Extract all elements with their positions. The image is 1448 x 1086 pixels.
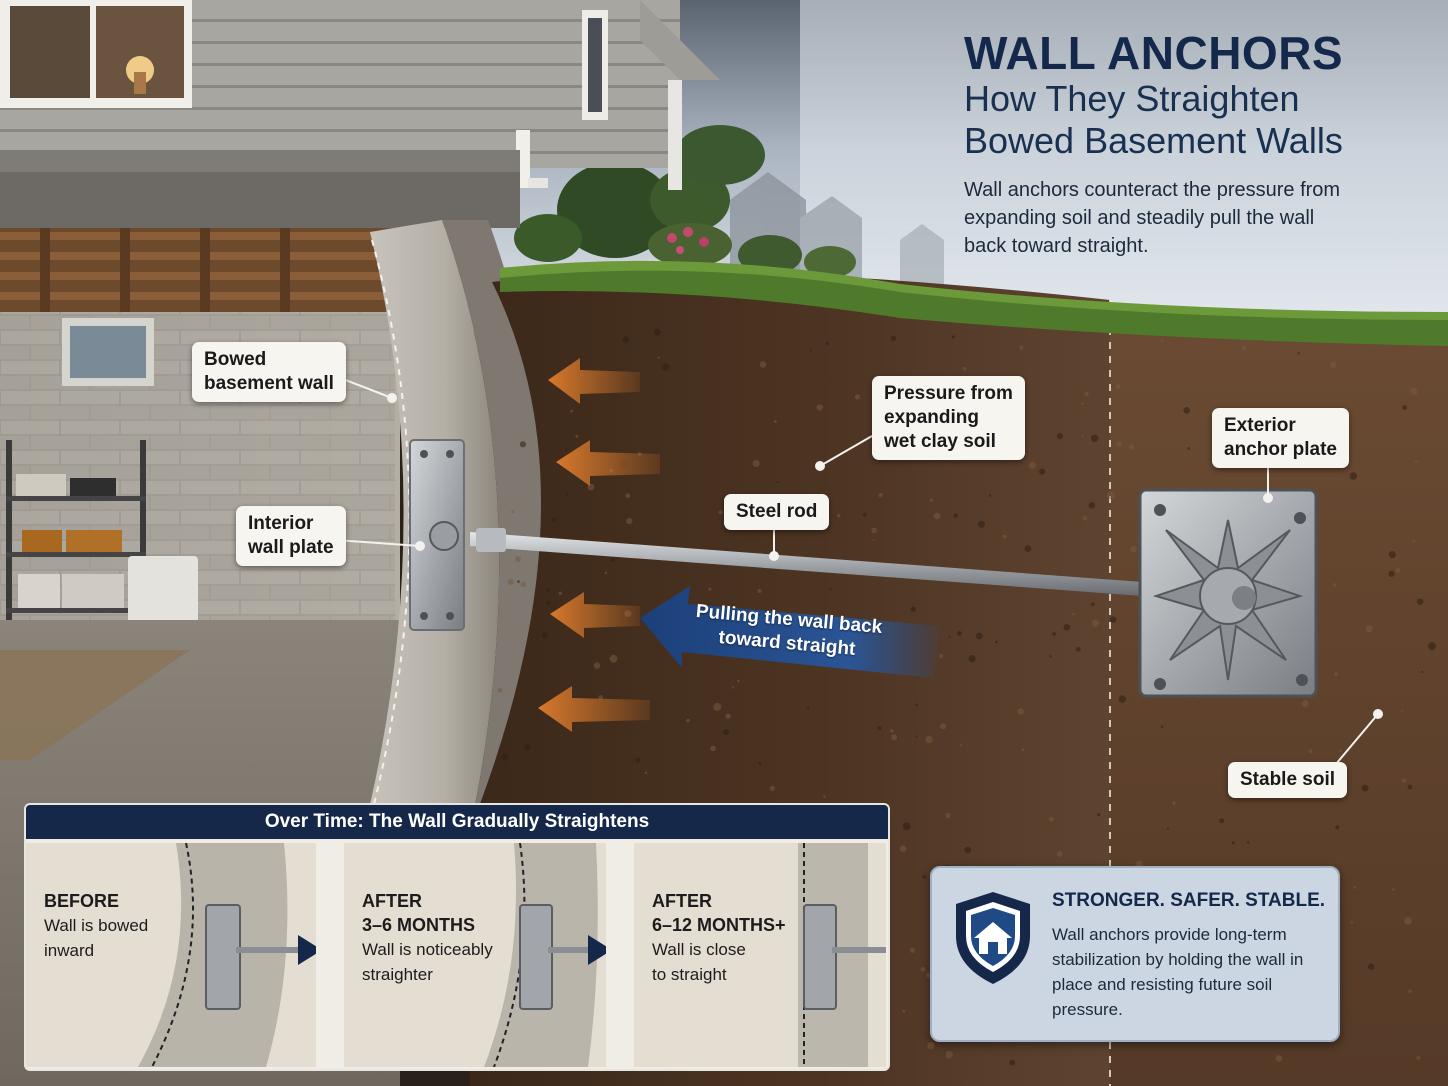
steel-rod — [470, 528, 1250, 604]
exterior-anchor-plate — [1138, 488, 1318, 698]
title-block: WALL ANCHORS How They Straighten Bowed B… — [964, 28, 1424, 260]
interior-wall-plate — [409, 439, 465, 631]
timeline-stage-text: Wall is bowed inward — [44, 916, 149, 960]
timeline-panel: Over Time: The Wall Gradually Straighten… — [24, 803, 890, 1071]
pull-wall-arrow — [640, 586, 940, 678]
timeline-stage-text: Wall is noticeably straighter — [362, 940, 493, 984]
shield-house-icon — [956, 892, 1030, 984]
callout-steel-rod: Steel rod — [724, 494, 830, 530]
callout-pressure: Pressure from expanding wet clay soil — [872, 376, 1025, 460]
timeline-stage-heading: AFTER 6–12 MONTHS+ — [652, 891, 786, 935]
shrubs — [514, 125, 856, 278]
pressure-arrow — [556, 440, 660, 486]
page-subtitle-line1: How They Straighten — [964, 78, 1300, 119]
callout-bowed-wall: Bowed basement wall — [192, 342, 346, 402]
info-title: STRONGER. SAFER. STABLE. — [1052, 890, 1326, 911]
house-window — [0, 0, 192, 108]
info-description: Wall anchors provide long-term stabiliza… — [1052, 925, 1304, 1019]
timeline-stage-3-6-months: AFTER 3–6 MONTHS Wall is noticeably stra… — [344, 843, 606, 1067]
page-description: Wall anchors counteract the pressure fro… — [964, 179, 1341, 257]
timeline-stage-heading: BEFORE — [44, 891, 120, 911]
timeline-stage-heading: AFTER 3–6 MONTHS — [362, 891, 476, 935]
timeline-stage-6-12-months: AFTER 6–12 MONTHS+ Wall is close to stra… — [634, 843, 886, 1067]
pressure-arrow — [538, 686, 650, 732]
timeline-stage-before: BEFORE Wall is bowed inward — [26, 843, 316, 1067]
callout-stable-soil: Stable soil — [1228, 762, 1348, 798]
timeline-stage-text: Wall is close to straight — [652, 940, 746, 984]
timeline-header: Over Time: The Wall Gradually Straighten… — [26, 805, 888, 839]
page-title: WALL ANCHORS — [964, 27, 1344, 79]
info-box: STRONGER. SAFER. STABLE. Wall anchors pr… — [930, 866, 1340, 1042]
soil-pressure-arrows — [538, 358, 660, 732]
callout-interior-plate: Interior wall plate — [236, 506, 346, 566]
pressure-arrow — [548, 358, 640, 404]
page-subtitle-line2: Bowed Basement Walls — [964, 120, 1343, 161]
pressure-arrow — [550, 592, 640, 638]
grass — [500, 265, 1448, 346]
callout-leaders — [329, 373, 1383, 765]
callout-exterior-plate: Exterior anchor plate — [1212, 408, 1349, 468]
